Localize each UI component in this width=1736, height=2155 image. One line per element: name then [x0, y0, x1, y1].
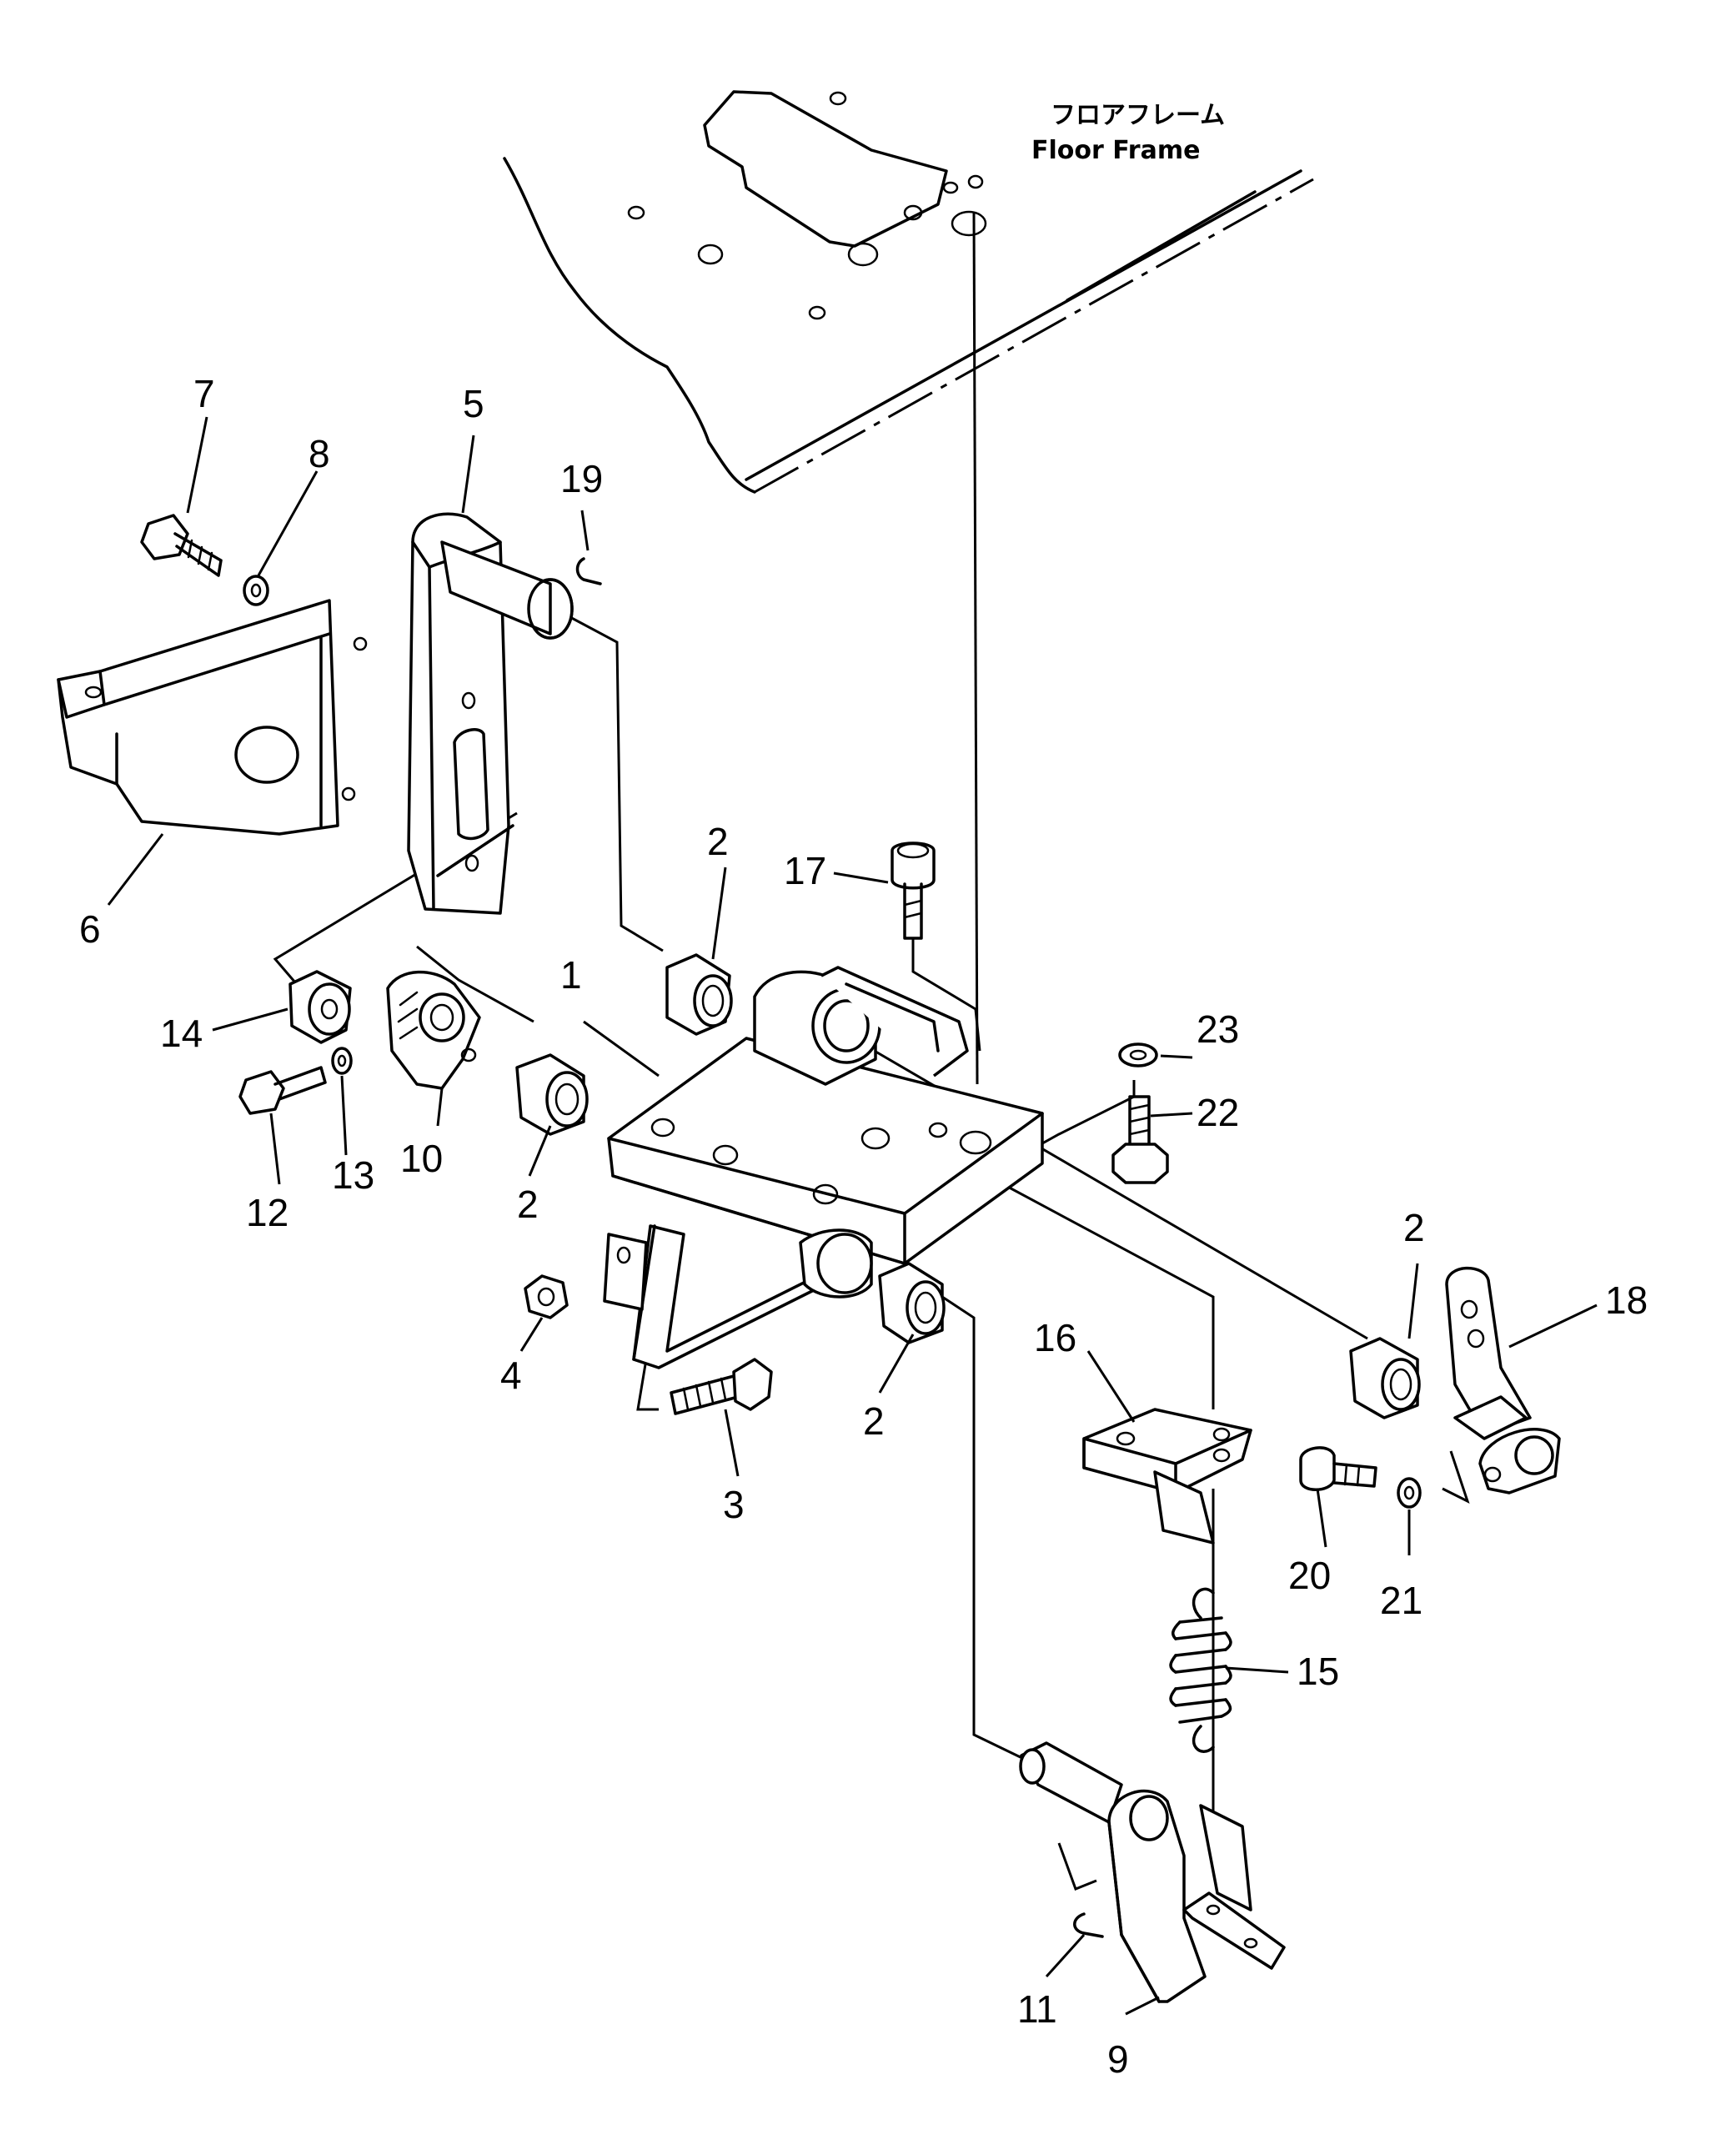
frame-hole — [942, 181, 959, 194]
guide-shaft-to-bushing — [566, 614, 664, 952]
frame-hole — [847, 242, 879, 267]
guide-bolt20-to-arm — [1442, 1450, 1470, 1504]
leader-lines — [107, 416, 1598, 2016]
callout-6: 6 — [79, 907, 101, 951]
floor-frame-break-line — [503, 157, 756, 494]
floor-frame-edge-upper — [745, 169, 1302, 481]
callout-5: 5 — [463, 382, 484, 425]
callout-9: 9 — [1107, 2037, 1129, 2081]
part-17-bolt — [891, 841, 936, 940]
part-20-bolt — [1299, 1446, 1377, 1491]
floor-frame-rib — [1066, 190, 1257, 302]
callout-15: 15 — [1297, 1650, 1339, 1693]
callout-2c: 2 — [863, 1399, 885, 1443]
part-6-cover-plate — [57, 599, 368, 836]
callout-2d: 2 — [1403, 1206, 1425, 1249]
frame-hole — [808, 305, 826, 320]
part-2-bushing-b — [515, 1053, 589, 1136]
part-9-pedal — [1019, 1741, 1286, 2003]
callout-21: 21 — [1380, 1579, 1422, 1622]
part-19-pin — [575, 557, 602, 585]
guide-bolt17 — [911, 938, 981, 1052]
callout-20: 20 — [1288, 1554, 1331, 1597]
floor-cover-plate — [703, 90, 948, 248]
frame-hole — [829, 91, 847, 106]
part-12-bolt — [238, 1066, 327, 1115]
callout-17: 17 — [784, 849, 826, 892]
callout-labels: 7 8 5 19 6 2 17 1 14 23 22 12 13 10 2 2 … — [79, 372, 1648, 2081]
floor-frame-edge-lower — [754, 178, 1314, 494]
guide-pin11 — [1057, 1842, 1097, 1891]
part-21-washer — [1397, 1477, 1422, 1509]
callout-19: 19 — [560, 457, 603, 500]
frame-hole — [903, 204, 923, 221]
guide-bracket-to-plate — [979, 1170, 1215, 1409]
guide-bushing-to-pedal — [941, 1295, 1026, 1761]
part-8-washer — [243, 575, 269, 606]
frame-hole — [627, 205, 645, 220]
part-2-bushing-d — [1349, 1337, 1421, 1419]
part-1-bracket — [603, 966, 1044, 1369]
part-18-arm — [1445, 1266, 1561, 1494]
frame-hole — [967, 174, 984, 189]
part-11-pin — [1073, 1912, 1104, 1938]
guide-frame-to-bracket — [972, 212, 979, 1085]
callout-7: 7 — [193, 372, 215, 415]
frame-hole — [697, 244, 724, 265]
part-15-spring — [1169, 1587, 1232, 1753]
callout-13: 13 — [332, 1153, 374, 1197]
frame-hole — [951, 210, 987, 237]
callout-18: 18 — [1605, 1278, 1648, 1322]
floor-frame — [503, 90, 1314, 494]
part-10-clamp-arm — [386, 970, 481, 1090]
part-22-bolt — [1111, 1095, 1169, 1184]
callout-10: 10 — [400, 1137, 443, 1180]
part-7-bolt — [140, 514, 223, 577]
callout-22: 22 — [1197, 1091, 1239, 1134]
callout-2a: 2 — [707, 820, 729, 863]
part-2-bushing-a — [665, 953, 733, 1036]
part-13-washer — [331, 1047, 353, 1075]
callout-1: 1 — [560, 953, 582, 997]
part-5-lever — [407, 512, 574, 915]
floor-frame-label-jp: フロアフレーム — [1051, 101, 1225, 130]
part-23-washer — [1118, 1042, 1158, 1067]
callout-4: 4 — [500, 1354, 522, 1397]
part-2-bushing-c — [878, 1262, 946, 1344]
part-14-spacer — [288, 970, 352, 1044]
floor-frame-label-en: Floor Frame — [1031, 136, 1200, 165]
part-3-bolt — [670, 1358, 773, 1415]
part-16-plate — [1082, 1408, 1252, 1545]
callout-3: 3 — [723, 1483, 745, 1526]
guide-bushing-to-bracket — [416, 945, 534, 1023]
callout-23: 23 — [1197, 1007, 1239, 1051]
callout-2b: 2 — [517, 1183, 539, 1226]
callout-11: 11 — [1017, 1987, 1057, 2031]
part-4-nut — [524, 1274, 569, 1319]
callout-16: 16 — [1034, 1316, 1076, 1359]
callout-8: 8 — [309, 432, 330, 475]
callout-12: 12 — [246, 1191, 288, 1234]
callout-14: 14 — [160, 1012, 203, 1055]
